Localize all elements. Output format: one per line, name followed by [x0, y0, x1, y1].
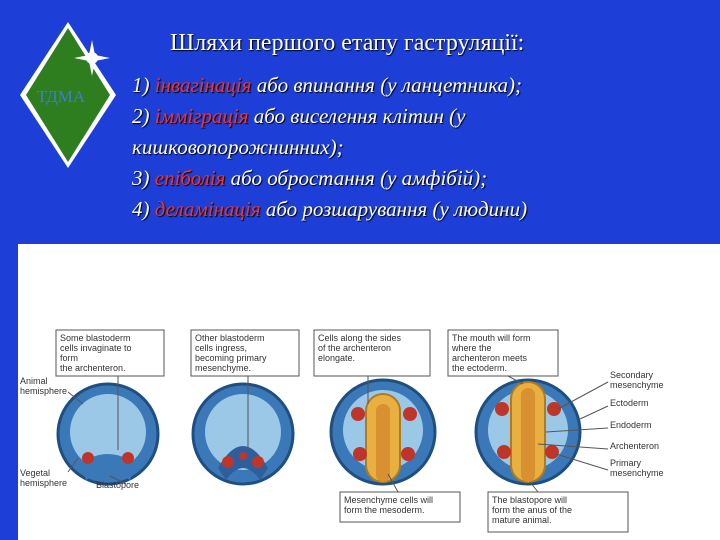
list-item: 2) імміграція або виселення клітин (у	[132, 104, 466, 128]
structure-label: Ectoderm	[610, 398, 649, 408]
slide-title: Шляхи першого етапу гаструляції:	[170, 30, 525, 56]
list-item: 4) деламінація або розшарування (у людин…	[132, 197, 528, 221]
embryo-stage-1	[56, 382, 160, 486]
embryo-stage-4	[474, 378, 582, 486]
structure-label: Endoderm	[610, 420, 652, 430]
callout-boxes	[55, 329, 629, 533]
tdma-logo: ТДМА	[18, 20, 118, 170]
blastopore-label: Blastopore	[96, 480, 139, 490]
embryo-stage-2	[191, 382, 295, 486]
list-item-continuation: кишковопорожнинних);	[132, 135, 344, 159]
star-icon	[74, 40, 110, 76]
embryo-stage-3	[329, 378, 437, 486]
list-item: 3) епіболія або обростання (у амфібій);	[132, 166, 488, 190]
gastrulation-list: 1) інвагінація або впинання (у ланцетник…	[132, 70, 712, 225]
structure-label: Archenteron	[610, 441, 659, 451]
list-item: 1) інвагінація або впинання (у ланцетник…	[132, 73, 523, 97]
logo-text: ТДМА	[37, 87, 86, 106]
leader-lines	[67, 375, 609, 493]
